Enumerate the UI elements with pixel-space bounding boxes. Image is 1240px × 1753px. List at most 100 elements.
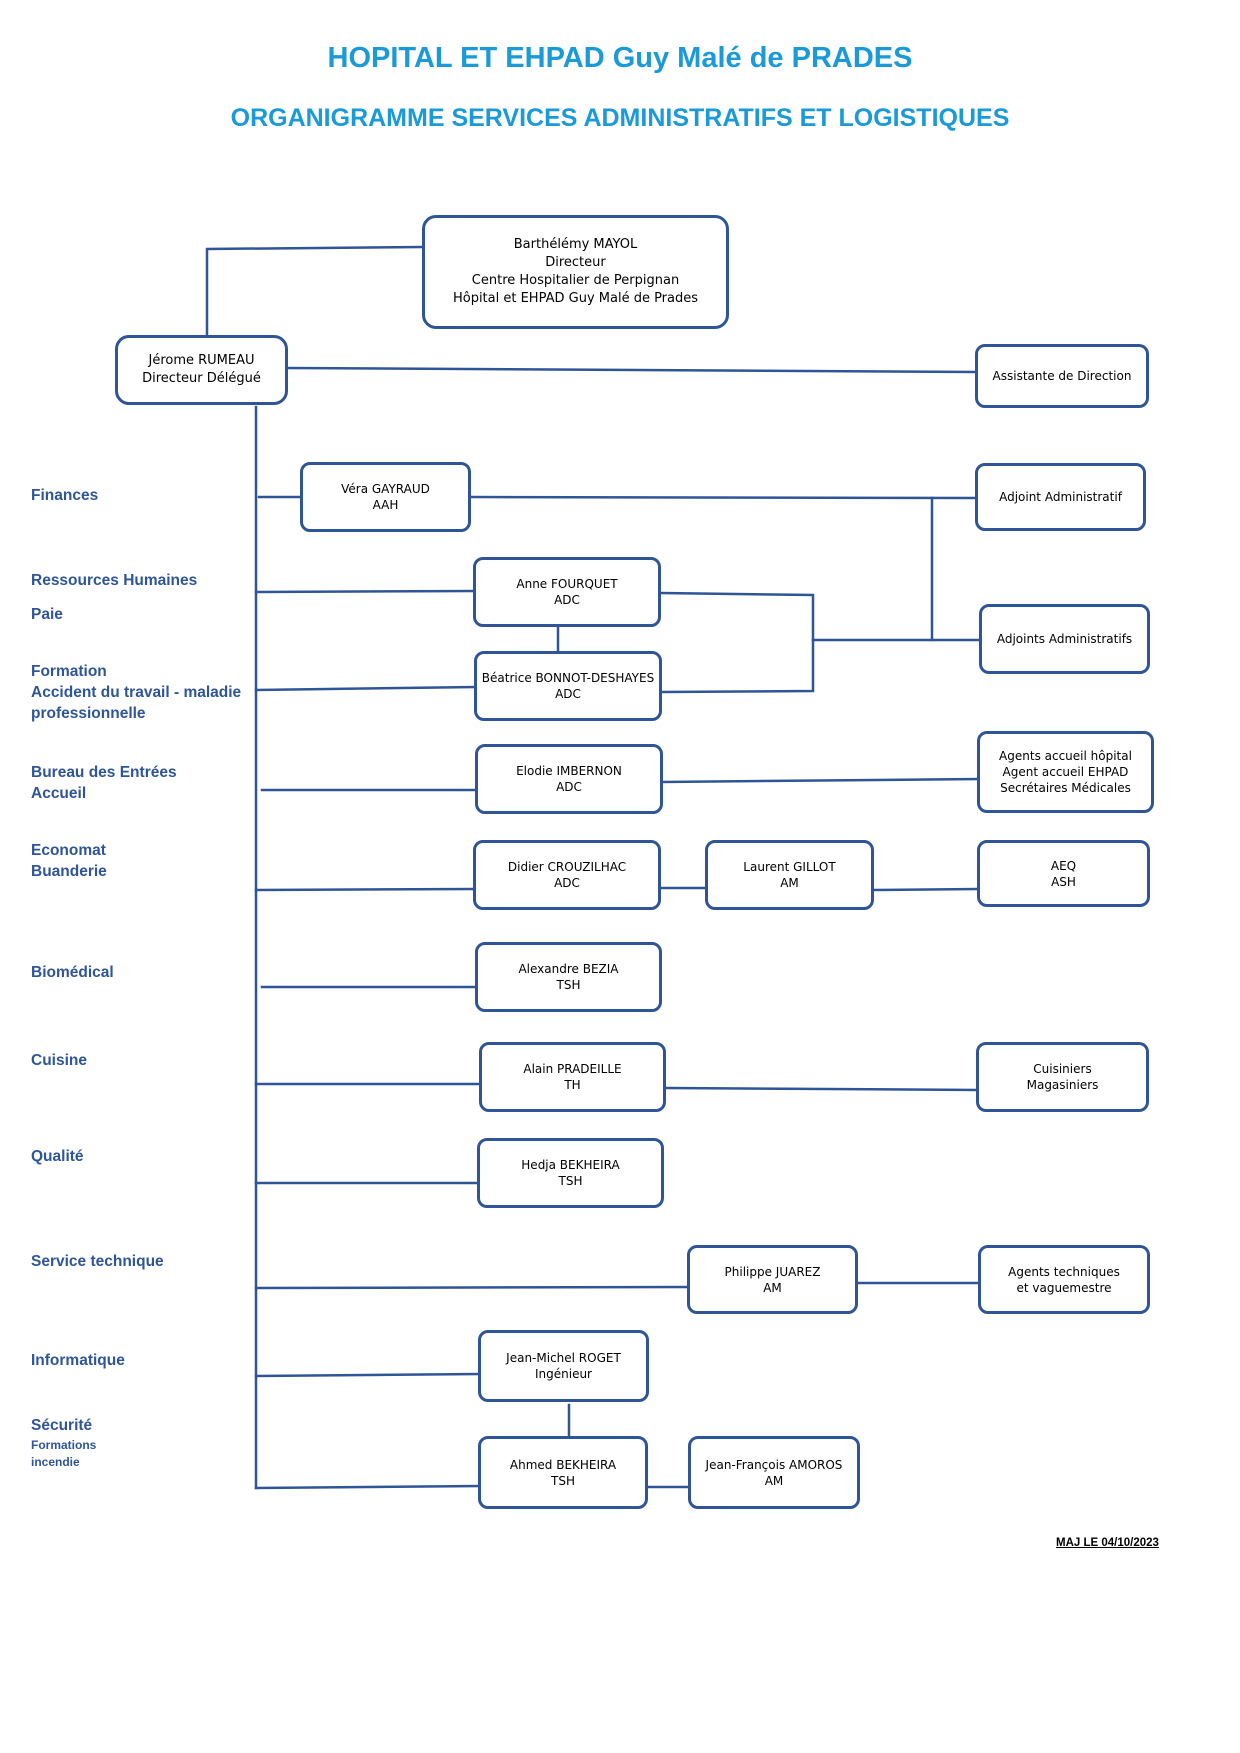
text-line: Agents techniques	[1008, 1264, 1120, 1279]
text-line: AEQ	[1050, 858, 1077, 873]
text-line: Adjoint Administratif	[999, 490, 1122, 504]
text-line: Assistante de Direction	[992, 369, 1132, 383]
text-line: Service technique	[31, 1253, 164, 1270]
page-subtitle: ORGANIGRAMME SERVICES ADMINISTRATIFS ET …	[230, 104, 1010, 132]
connector	[254, 887, 477, 892]
dept-biomedical: Biomédical	[31, 962, 114, 983]
text-line: professionnelle	[31, 705, 146, 722]
connector	[254, 685, 478, 692]
text-line: Philippe JUAREZ	[724, 1264, 821, 1279]
text-line: Agent accueil EHPAD	[1002, 765, 1129, 779]
text-line: Directeur	[545, 255, 606, 270]
text-line: Cuisiniers	[1033, 1062, 1092, 1076]
gayraud-box: Véra GAYRAUD AAH	[300, 462, 471, 532]
dept-qualite: Qualité	[31, 1146, 84, 1167]
text-line: Jean-Michel ROGET	[506, 1351, 621, 1365]
text-line: Jérome RUMEAU	[148, 353, 255, 368]
fourquet-box: Anne FOURQUET ADC	[473, 557, 661, 627]
update-date: MAJ LE 04/10/2023	[1056, 1537, 1159, 1549]
connector	[254, 589, 477, 594]
connector	[285, 366, 977, 374]
text-line: Economat	[31, 842, 106, 859]
imbernon-box: Elodie IMBERNON ADC	[475, 744, 663, 814]
text-line: Finances	[31, 487, 99, 504]
text-line: Didier CROUZILHAC	[507, 860, 627, 874]
dept-securite-formations: Formations incendie	[31, 1437, 96, 1471]
text-line: Adjoints Administratifs	[996, 632, 1133, 646]
text-line: Bureau des Entrées	[31, 764, 177, 781]
text-line: ADC	[556, 780, 582, 794]
bonnot-box: Béatrice BONNOT-DESHAYES ADC	[474, 651, 662, 721]
text-line: AM	[763, 1280, 782, 1295]
text-line: AAH	[372, 498, 399, 512]
text-line: Ingénieur	[534, 1367, 592, 1381]
text-line: Hôpital et EHPAD Guy Malé de Prades	[452, 291, 699, 306]
dept-paie: Paie	[31, 604, 63, 625]
connector	[665, 1086, 980, 1092]
text-line: Véra GAYRAUD	[341, 482, 430, 496]
dept-securite: Sécurité	[31, 1415, 92, 1436]
text-line: Elodie IMBERNON	[516, 764, 622, 778]
text-line: Accident du travail - maladie	[31, 684, 242, 701]
connector	[254, 1484, 482, 1490]
text-line: Centre Hospitalier de Perpignan	[471, 273, 680, 288]
text-line: incendie	[31, 1455, 80, 1469]
text-line: Ahmed BEKHEIRA	[509, 1457, 617, 1472]
text-line: Alexandre BEZIA	[518, 962, 619, 976]
text-line: ADC	[554, 593, 580, 607]
text-line: Ressources Humaines	[31, 572, 198, 589]
text-line: TSH	[551, 1473, 575, 1488]
text-line: Formations	[31, 1438, 97, 1452]
page-title: HOPITAL ET EHPAD Guy Malé de PRADES	[327, 42, 913, 74]
adjoints-administratifs-box: Adjoints Administratifs	[979, 604, 1150, 674]
dept-informatique: Informatique	[31, 1350, 125, 1371]
text-line: Qualité	[31, 1148, 84, 1165]
text-line: Magasiniers	[1026, 1078, 1099, 1092]
text-line: TSH	[556, 978, 581, 992]
dept-cuisine: Cuisine	[31, 1050, 87, 1071]
text-line: Formation	[31, 663, 107, 680]
text-line: Buanderie	[31, 863, 107, 880]
adjoint-administratif-box: Adjoint Administratif	[975, 463, 1146, 531]
connector	[872, 887, 980, 892]
text-line: Secrétaires Médicales	[1000, 781, 1131, 795]
connector	[659, 591, 815, 694]
text-line: ADC	[555, 687, 581, 701]
connector	[205, 245, 424, 339]
connector	[254, 1285, 691, 1290]
text-line: ASH	[1051, 874, 1076, 889]
bezia-box: Alexandre BEZIA TSH	[475, 942, 662, 1012]
text-line: Béatrice BONNOT-DESHAYES	[481, 671, 655, 685]
text-line: Jean-François AMOROS	[705, 1457, 843, 1472]
text-line: AM	[764, 1473, 784, 1488]
text-line: Cuisine	[31, 1052, 87, 1069]
text-line: Directeur Délégué	[142, 371, 261, 386]
delegate-director-box: Jérome RUMEAU Directeur Délégué	[115, 335, 288, 405]
text-line: Hedja BEKHEIRA	[521, 1158, 620, 1172]
text-line: Sécurité	[31, 1417, 93, 1434]
text-line: Agents accueil hôpital	[999, 749, 1132, 763]
text-line: et vaguemestre	[1016, 1280, 1112, 1295]
dept-ressources-humaines: Ressources Humaines	[31, 570, 197, 591]
text-line: Barthélémy MAYOL	[513, 237, 638, 252]
dept-finances: Finances	[31, 485, 98, 506]
text-line: Laurent GILLOT	[743, 860, 836, 874]
text-line: Anne FOURQUET	[516, 577, 618, 591]
connector	[660, 777, 982, 784]
roget-box: Jean-Michel ROGET Ingénieur	[478, 1330, 649, 1402]
